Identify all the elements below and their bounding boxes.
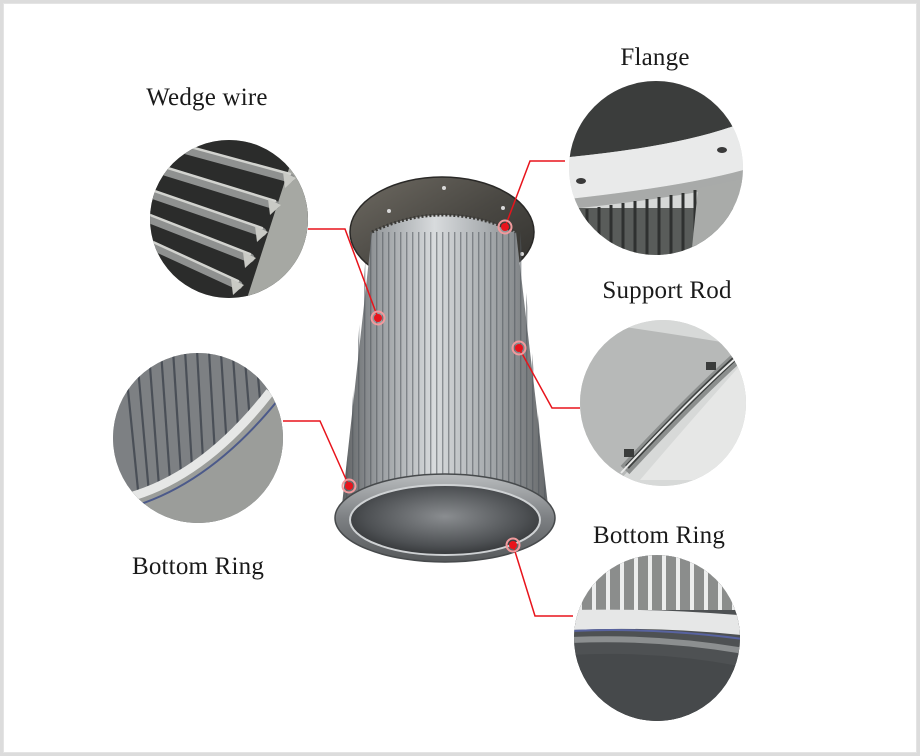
callout-lines <box>283 160 580 617</box>
anchor-dots <box>341 219 527 553</box>
anchor-dot-bottom-ring-left <box>341 478 357 494</box>
label-flange: Flange <box>620 44 690 71</box>
label-support-rod: Support Rod <box>602 277 732 304</box>
detail-circle-bottom-ring-right <box>574 555 740 721</box>
anchor-dot-flange <box>497 219 513 235</box>
leader-flange <box>504 160 565 228</box>
leader-support-rod <box>518 347 580 409</box>
label-bottom-ring-left: Bottom Ring <box>131 553 265 580</box>
anchor-dot-bottom-ring-right <box>505 537 521 553</box>
leader-wedge-wire <box>308 228 379 319</box>
anchor-dot-wedge-wire <box>370 310 386 326</box>
detail-circle-bottom-ring-left <box>113 353 283 523</box>
detail-circle-support-rod <box>580 320 746 486</box>
screen-cylinder <box>334 176 556 563</box>
bottom-ring-opening <box>350 485 540 555</box>
detail-circle-flange <box>569 81 743 255</box>
detail-circle-wedge-wire <box>150 140 308 298</box>
anchor-dot-support-rod <box>511 340 527 356</box>
label-bottom-ring-right: Bottom Ring <box>592 522 726 549</box>
leader-bottom-ring-left <box>283 420 350 487</box>
leader-bottom-ring-right <box>512 544 573 617</box>
label-wedge-wire: Wedge wire <box>146 84 268 111</box>
